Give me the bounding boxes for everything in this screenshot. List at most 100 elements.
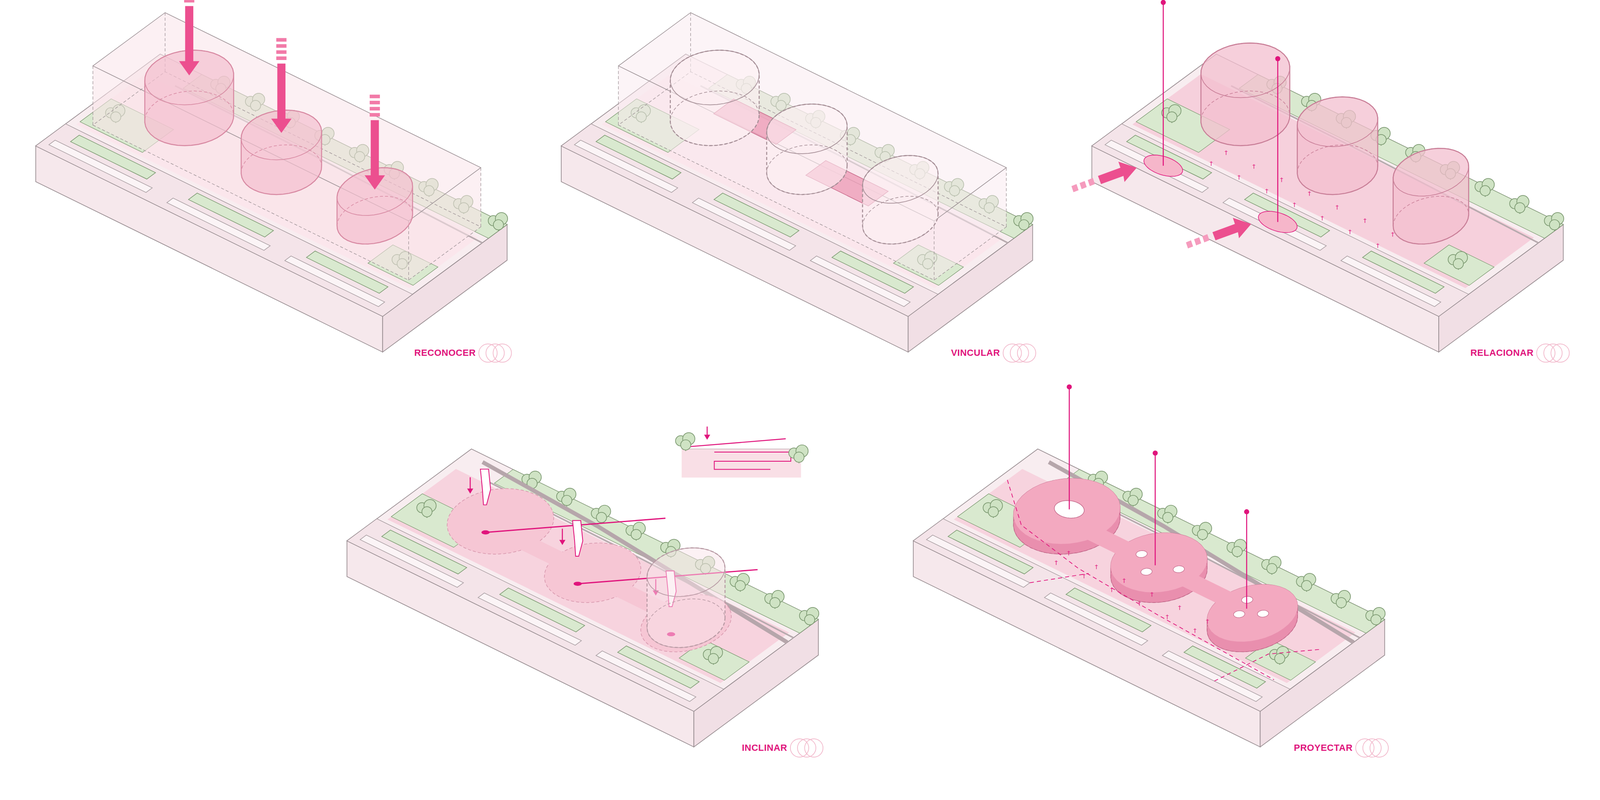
- illustration-shape: [1424, 245, 1495, 286]
- illustration-shape: [276, 50, 287, 55]
- illustration-shape: [1194, 237, 1202, 246]
- illustration-shape: [1002, 343, 1022, 363]
- illustration-shape: †: [1363, 216, 1367, 224]
- tree-symbol: [982, 499, 1003, 518]
- illustration-shape: †: [1165, 612, 1169, 620]
- illustration-shape: [1393, 148, 1469, 197]
- illustration-shape: [480, 167, 481, 227]
- illustration-shape: [1010, 343, 1029, 363]
- illustration-shape: †: [1348, 227, 1352, 235]
- section-inset: [675, 426, 808, 478]
- illustration-shape: [685, 438, 786, 448]
- illustration-shape: [1160, 0, 1166, 5]
- illustration-shape: †: [1193, 626, 1197, 634]
- tree-symbol: [675, 432, 695, 451]
- illustration-shape: [561, 495, 572, 506]
- illustration-shape: [1355, 738, 1375, 758]
- illustration-shape: [708, 653, 719, 664]
- illustration-shape: [1162, 2, 1164, 166]
- illustration-shape: [1233, 610, 1245, 618]
- illustration-shape: [482, 462, 788, 643]
- illustration-shape: [1097, 161, 1137, 185]
- illustration-shape: [735, 580, 745, 591]
- illustration-shape: [1017, 343, 1036, 363]
- illustration-shape: [1297, 97, 1378, 147]
- illustration-shape: †: [1376, 241, 1380, 249]
- illustration-shape: [1066, 384, 1072, 390]
- illustration-shape: [1277, 58, 1278, 223]
- illustration-shape: [1068, 387, 1070, 510]
- illustration-shape: †: [1095, 562, 1098, 570]
- illustration-shape: [1514, 202, 1525, 213]
- illustration-shape: [92, 12, 481, 280]
- illustration-shape: [369, 112, 380, 117]
- tree-symbol: [1013, 212, 1034, 231]
- illustration-shape: [1166, 111, 1177, 122]
- tree-symbol: [799, 607, 820, 626]
- site-slab: [561, 12, 1034, 353]
- illustration-shape: [1549, 219, 1560, 230]
- illustration-shape: [276, 37, 287, 42]
- step-label: VINCULAR: [950, 347, 1000, 359]
- illustration-shape: [1071, 184, 1079, 193]
- illustration-shape: [92, 12, 481, 221]
- illustration-shape: [1393, 148, 1469, 245]
- illustration-shape: [1030, 573, 1089, 583]
- label-rings: [478, 343, 1570, 758]
- illustration-shape: [862, 155, 938, 244]
- illustration-shape: [670, 50, 760, 146]
- illustration-shape: [573, 581, 583, 586]
- illustration-shape: †: [1224, 148, 1228, 156]
- illustration-shape: [618, 12, 1007, 221]
- illustration-shape: [185, 6, 194, 63]
- site-slab: [35, 0, 508, 353]
- illustration-shape: [618, 65, 619, 125]
- tree-symbol: [1331, 590, 1351, 609]
- illustration-shape: †: [1265, 187, 1268, 195]
- illustration-shape: [493, 219, 504, 230]
- illustration-shape: [369, 100, 380, 105]
- illustration-shape: [766, 145, 848, 195]
- illustration-shape: [559, 540, 566, 545]
- illustration-shape: [647, 547, 725, 597]
- illustration-shape: [1051, 511, 1261, 618]
- illustration-shape: [1536, 343, 1555, 363]
- illustration-shape: [681, 449, 802, 478]
- illustration-shape: [1018, 219, 1029, 230]
- illustration-shape: [1087, 177, 1095, 187]
- illustration-shape: [184, 0, 195, 3]
- illustration-shape: [1212, 217, 1252, 241]
- illustration-shape: [913, 449, 1385, 712]
- tree-symbol: [625, 522, 646, 541]
- illustration-shape: [1480, 185, 1490, 196]
- illustration-shape: [1370, 738, 1389, 758]
- illustration-shape: [572, 520, 583, 557]
- illustration-shape: †: [1307, 189, 1311, 197]
- illustration-shape: [793, 452, 804, 463]
- illustration-shape: [369, 107, 380, 111]
- tree-symbol: [730, 573, 750, 592]
- illustration-shape: [714, 452, 791, 470]
- tree-symbol: [1157, 505, 1178, 524]
- illustration-shape: [422, 506, 433, 517]
- illustration-shape: [1275, 56, 1280, 62]
- illustration-shape: [1301, 580, 1312, 591]
- tree-symbol: [416, 499, 437, 518]
- illustration-shape: [1214, 649, 1322, 681]
- illustration-shape: [797, 738, 816, 758]
- illustration-shape: [492, 343, 512, 363]
- illustration-shape: [481, 530, 490, 535]
- illustration-shape: [681, 448, 802, 450]
- illustration-shape: [337, 167, 413, 245]
- site-slab: [347, 449, 820, 748]
- illustration-shape: [347, 449, 819, 712]
- illustration-shape: †: [1082, 572, 1086, 580]
- illustration-shape: [770, 597, 780, 608]
- illustration-shape: [704, 434, 711, 440]
- site-slab: ††††††††††††: [913, 384, 1386, 747]
- illustration-shape: [145, 50, 234, 146]
- illustration-shape: †: [1320, 214, 1324, 222]
- illustration-shape: [631, 529, 642, 540]
- illustration-shape: [276, 56, 287, 60]
- tree-symbol: [788, 445, 809, 464]
